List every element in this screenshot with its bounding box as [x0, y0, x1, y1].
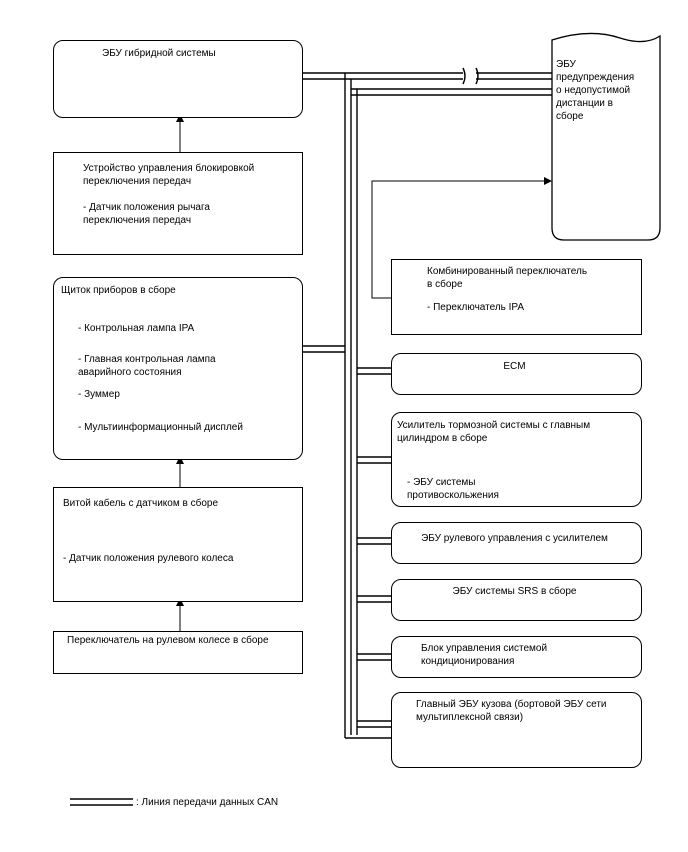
srs-ecu-label: ЭБУ системы SRS в сборе: [452, 586, 577, 597]
clearance-ecu-label: ЭБУ предупреждения о недопустимой дистан…: [556, 59, 635, 122]
srs-ecu-box: ЭБУ системы SRS в сборе: [391, 579, 642, 621]
combo-meter-item: - Мультиинформационный дисплей: [78, 422, 243, 433]
can-bus-trunk: [303, 67, 552, 739]
combo-meter-label: Щиток приборов в сборе: [61, 285, 176, 296]
spiral-cable-box: Витой кабель с датчиком в сборе - Датчик…: [53, 487, 303, 602]
combo-meter-box: Щиток приборов в сборе - Контрольная лам…: [53, 277, 303, 460]
clearance-ecu-box: [551, 32, 661, 241]
ecm-label: ECM: [503, 361, 526, 372]
eps-ecu-box: ЭБУ рулевого управления с усилителем: [391, 522, 642, 564]
ac-amp-label: Блок управления системой кондиционирован…: [421, 643, 548, 667]
shift-lock-label: Устройство управления блокировкой перекл…: [83, 163, 255, 187]
legend-label: : Линия передачи данных CAN: [136, 797, 279, 808]
steering-switch-box: Переключатель на рулевом колесе в сборе: [53, 631, 303, 674]
ecm-box: ECM: [391, 353, 642, 395]
combo-switch-item: - Переключатель IPA: [427, 302, 525, 313]
ac-amp-box: Блок управления системой кондиционирован…: [391, 636, 642, 678]
body-ecu-box: Главный ЭБУ кузова (бортовой ЭБУ сети му…: [391, 692, 642, 768]
hybrid-ecu-box: ЭБУ гибридной системы: [53, 40, 303, 118]
brake-booster-label: Усилитель тормозной системы с главным ци…: [397, 420, 591, 444]
eps-ecu-label: ЭБУ рулевого управления с усилителем: [421, 533, 608, 544]
combo-switch-label: Комбинированный переключатель в сборе: [427, 266, 588, 290]
steering-switch-label: Переключатель на рулевом колесе в сборе: [67, 635, 269, 646]
brake-booster-item: - ЭБУ системы противоскольжения: [407, 477, 499, 501]
hybrid-ecu-label: ЭБУ гибридной системы: [102, 48, 216, 59]
combo-meter-item: - Зуммер: [78, 389, 120, 400]
brake-booster-box: Усилитель тормозной системы с главным ци…: [391, 412, 642, 507]
combo-meter-item: - Контрольная лампа IPA: [78, 323, 195, 334]
legend-can-line: [70, 798, 133, 806]
combo-switch-box: Комбинированный переключатель в сборе - …: [391, 259, 642, 335]
shift-lock-item: - Датчик положения рычага переключения п…: [83, 202, 210, 226]
spiral-cable-item: - Датчик положения рулевого колеса: [63, 553, 234, 564]
combo-meter-item: - Главная контрольная лампа аварийного с…: [78, 354, 216, 378]
arrow-comboswitch-to-clearance: [371, 177, 552, 299]
spiral-cable-label: Витой кабель с датчиком в сборе: [63, 498, 219, 509]
body-ecu-label: Главный ЭБУ кузова (бортовой ЭБУ сети му…: [416, 699, 607, 723]
shift-lock-box: Устройство управления блокировкой перекл…: [53, 152, 303, 255]
